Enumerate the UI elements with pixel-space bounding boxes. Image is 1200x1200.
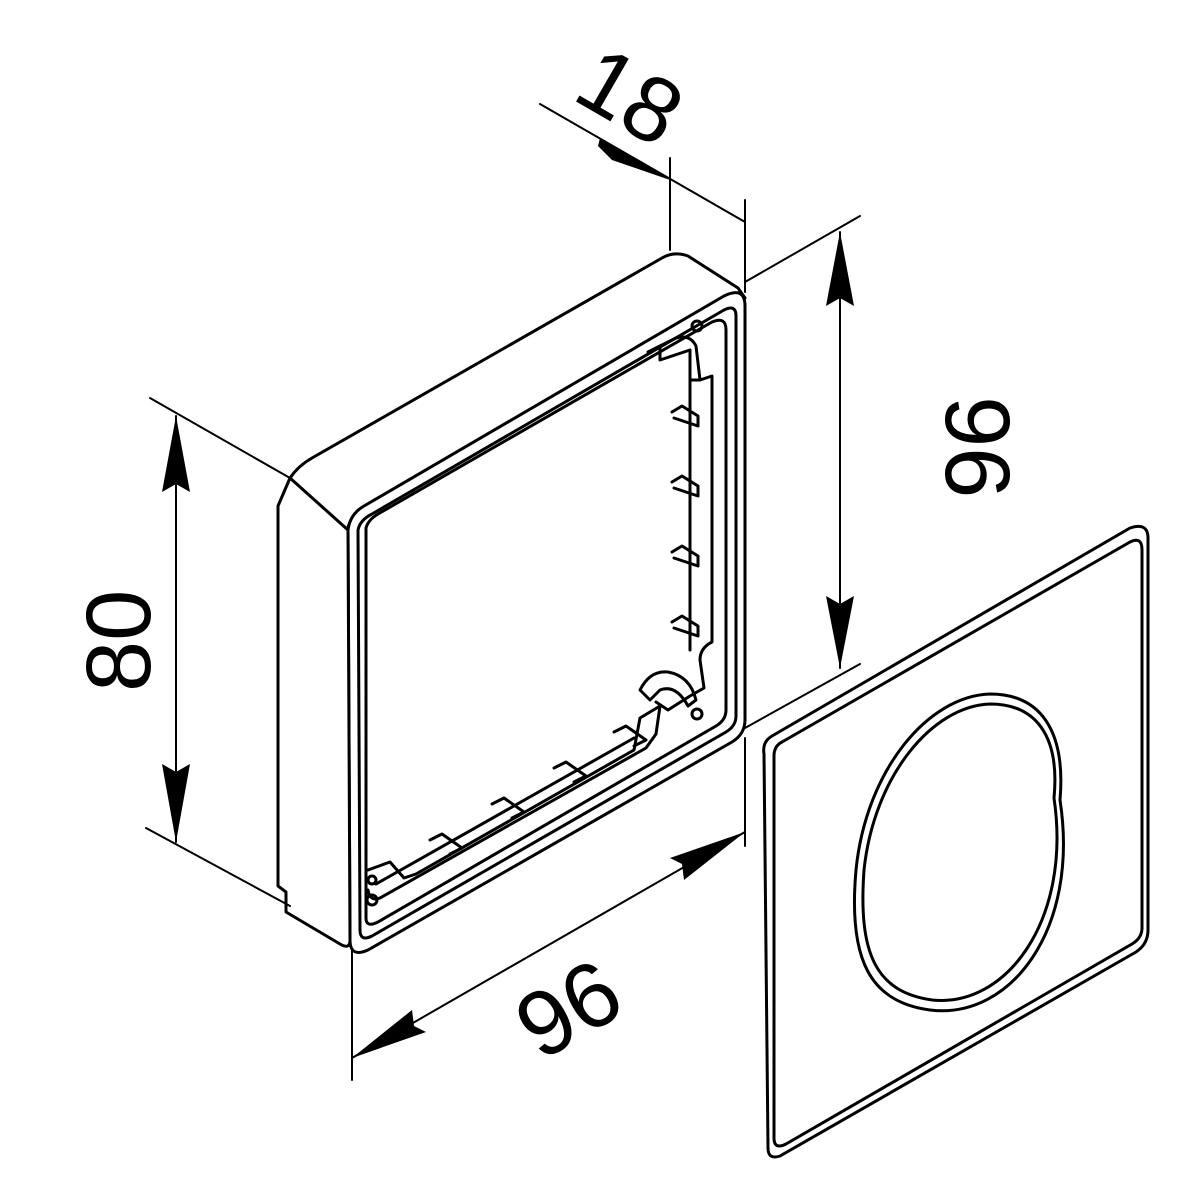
box-inner-opening [364, 318, 728, 926]
inner-bottom-wall-face [374, 736, 636, 886]
dimension-arrow [162, 416, 190, 492]
inner-latch [638, 670, 698, 708]
rib-slot [670, 544, 700, 568]
dimension-line [539, 103, 746, 223]
dimension-arrow [826, 596, 854, 668]
dimension-label-height-right: 96 [926, 396, 1028, 498]
mounting-hole-top [690, 319, 704, 333]
rib-slot [670, 404, 700, 428]
dimension-arrow [826, 232, 854, 306]
mounting-hole-right [690, 707, 704, 721]
rib-slot [670, 614, 700, 638]
rib-slot [428, 832, 464, 856]
dimension-label-height-left: 80 [68, 590, 170, 692]
rib-slot [612, 724, 648, 748]
inner-right-wall-face [658, 344, 702, 652]
cover-plate-front [772, 538, 1144, 1148]
extension-line [744, 663, 861, 729]
extension-line [744, 215, 861, 283]
dimension-height-left: 80 [68, 397, 291, 907]
inner-right-wall [646, 335, 714, 712]
box-rim-inner-edge [356, 306, 738, 940]
cover-plate-opening [852, 692, 1065, 1013]
dimension-depth: 18 [539, 27, 746, 293]
dimension-arrow [352, 1010, 426, 1058]
rib-slot [490, 796, 526, 820]
dimension-line [351, 831, 746, 1059]
extension-line [145, 827, 291, 907]
dimension-arrow [162, 764, 190, 842]
dimension-arrow [598, 138, 670, 180]
rib-slot [670, 474, 700, 498]
dimension-label-depth: 18 [560, 27, 700, 167]
rib-slot [552, 760, 588, 784]
cover-plate-opening-inner [861, 702, 1059, 1002]
mounting-hole-bottom-inner [366, 874, 378, 886]
dimension-arrow [670, 832, 745, 880]
box-frame [276, 252, 747, 954]
box-left-face [276, 476, 352, 948]
cover-plate [762, 524, 1150, 1159]
dimension-height-right: 96 [744, 215, 1028, 729]
extension-line [149, 397, 291, 479]
